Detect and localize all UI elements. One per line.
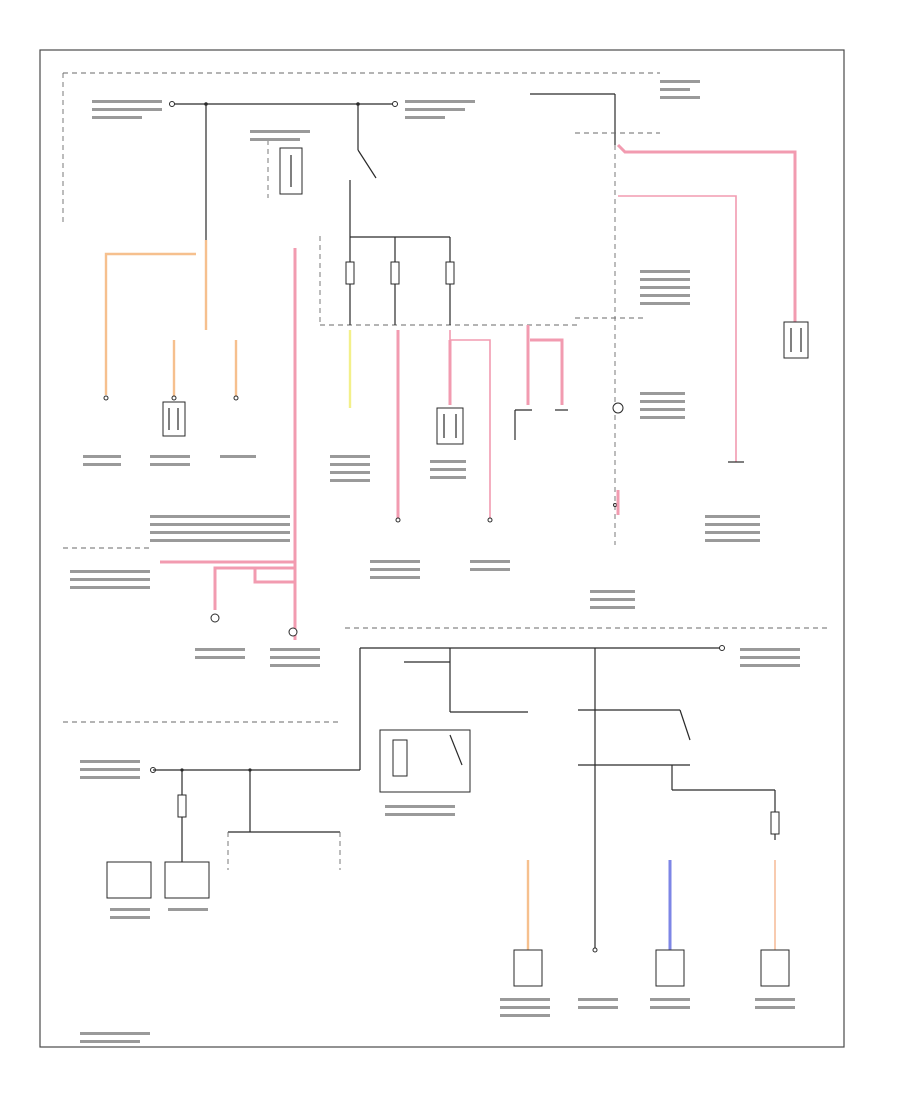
- diagram-frame: [39, 49, 845, 1048]
- pink-wire-right-upper: [616, 143, 797, 322]
- lower-left-terminals: [210, 613, 298, 637]
- pink-wire-branch: [253, 568, 295, 584]
- pink-wire-fuse-3: [449, 330, 491, 520]
- right-connectors: [728, 321, 809, 463]
- bottom-left-bus: [150, 645, 725, 870]
- relay-left: [267, 140, 303, 198]
- bottom-right-connectors: [513, 947, 790, 987]
- left-connectors: [103, 395, 239, 437]
- bottom-right-bus: [578, 648, 780, 950]
- label-marks: [70, 80, 800, 1043]
- orange-wire-left: [104, 252, 196, 395]
- pink-wire-fuse-4b: [530, 338, 564, 405]
- bottom-mid-relay: [379, 648, 528, 793]
- fuse-output-components: [395, 407, 568, 523]
- fuse-block: [319, 236, 578, 326]
- pink-wire-ground-left: [213, 566, 295, 610]
- bottom-left-relays: [106, 861, 210, 899]
- pink-wire-right-lower: [618, 195, 737, 462]
- right-module: [530, 93, 660, 545]
- top-left-bus: [169, 101, 398, 240]
